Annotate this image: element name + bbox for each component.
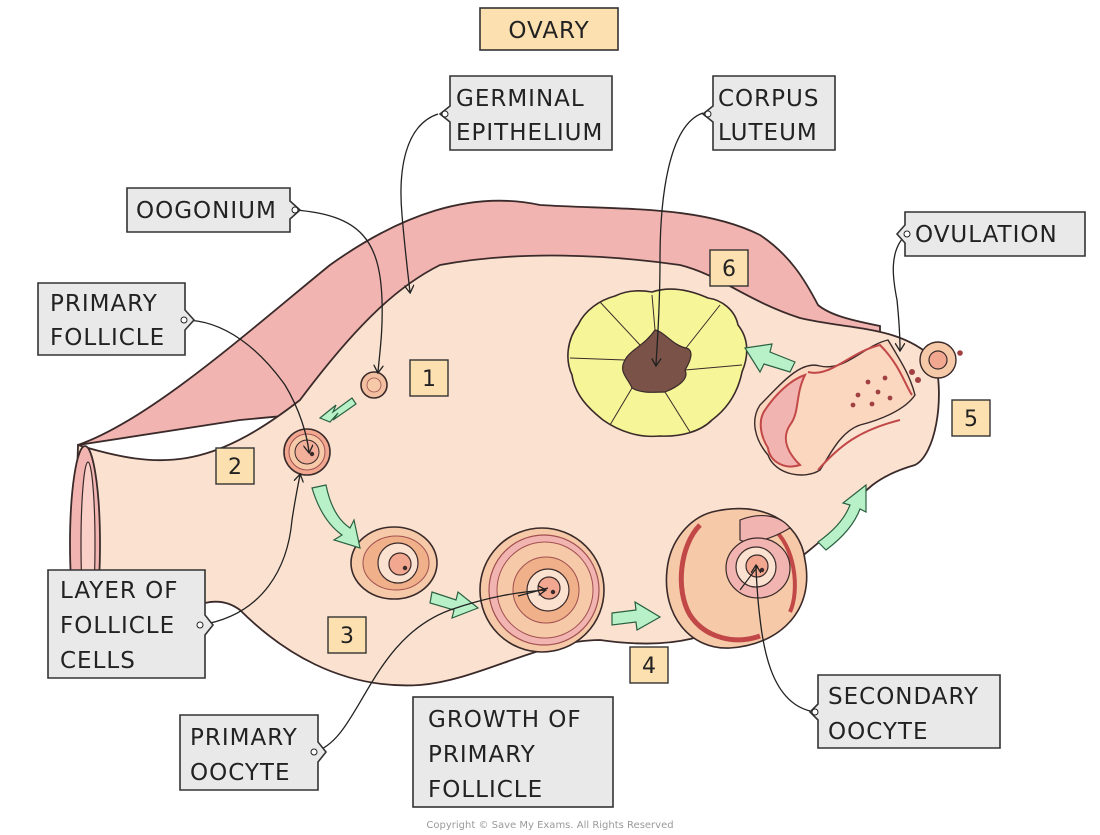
svg-text:3: 3 xyxy=(340,624,354,649)
layer-of-follicle-cells-label: LAYER OF FOLLICLE CELLS xyxy=(47,569,215,679)
ruptured-follicle xyxy=(754,339,916,476)
svg-text:LAYER OF: LAYER OF xyxy=(60,578,179,604)
svg-text:2: 2 xyxy=(228,455,242,480)
svg-text:PRIMARY: PRIMARY xyxy=(190,725,298,751)
oogonium-label: OOGONIUM xyxy=(126,187,302,233)
svg-text:GERMINAL: GERMINAL xyxy=(456,86,585,112)
svg-text:OOCYTE: OOCYTE xyxy=(190,760,291,786)
svg-text:CELLS: CELLS xyxy=(60,648,136,674)
svg-text:PRIMARY: PRIMARY xyxy=(50,291,158,317)
copyright-notice: Copyright © Save My Exams. All Rights Re… xyxy=(426,820,673,831)
arrow-3a-to-3b xyxy=(429,590,480,619)
corpus-luteum-label: CORPUS LUTEUM xyxy=(701,75,836,151)
stage-badge-5: 5 xyxy=(951,399,991,437)
pointer-lines xyxy=(183,112,908,753)
arrow-3b-to-4 xyxy=(611,600,662,631)
arrow-4-to-5 xyxy=(817,483,867,551)
svg-text:CORPUS: CORPUS xyxy=(718,86,819,112)
svg-text:6: 6 xyxy=(722,257,736,282)
secondary-oocyte-label: SECONDARY OOCYTE xyxy=(808,674,1001,749)
svg-text:EPITHELIUM: EPITHELIUM xyxy=(456,120,603,146)
svg-text:OVULATION: OVULATION xyxy=(915,222,1058,248)
svg-text:LUTEUM: LUTEUM xyxy=(718,120,818,146)
svg-text:4: 4 xyxy=(642,654,656,679)
svg-text:FOLLICLE: FOLLICLE xyxy=(428,777,543,803)
ovulation-label: OVULATION xyxy=(895,211,1086,257)
germinal-epithelium-label: GERMINAL EPITHELIUM xyxy=(438,75,613,151)
stage-badge-4: 4 xyxy=(629,646,669,684)
released-oocyte xyxy=(909,341,963,383)
process-arrows xyxy=(311,343,867,631)
svg-text:PRIMARY: PRIMARY xyxy=(428,742,536,768)
arrow-5-to-6 xyxy=(744,343,796,374)
stage-badge-2: 2 xyxy=(215,447,255,485)
primary-oocyte-label: PRIMARY OOCYTE xyxy=(179,714,328,791)
secondary-follicle xyxy=(665,507,808,649)
svg-text:FOLLICLE: FOLLICLE xyxy=(60,613,175,639)
oogonium-cell xyxy=(360,371,388,399)
svg-text:OOGONIUM: OOGONIUM xyxy=(136,198,277,224)
svg-text:FOLLICLE: FOLLICLE xyxy=(50,325,165,351)
stage-badge-6: 6 xyxy=(709,249,749,287)
svg-text:GROWTH OF: GROWTH OF xyxy=(428,707,582,733)
svg-text:SECONDARY: SECONDARY xyxy=(828,684,979,710)
arrow-1-to-2 xyxy=(318,397,357,423)
svg-text:OOCYTE: OOCYTE xyxy=(828,719,929,745)
svg-text:1: 1 xyxy=(422,367,436,392)
title-text: OVARY xyxy=(508,18,589,44)
primary-follicle-label: PRIMARY FOLLICLE xyxy=(37,282,196,356)
stage-badge-1: 1 xyxy=(409,359,449,397)
arrow-2-to-3 xyxy=(311,484,361,549)
primary-follicle-cell xyxy=(283,428,331,476)
growing-follicle-small xyxy=(350,526,438,600)
growth-of-primary-follicle-label: GROWTH OF PRIMARY FOLLICLE xyxy=(412,696,614,808)
stage-badge-3: 3 xyxy=(327,616,367,654)
title-box: OVARY xyxy=(479,7,619,51)
svg-text:5: 5 xyxy=(964,407,978,432)
